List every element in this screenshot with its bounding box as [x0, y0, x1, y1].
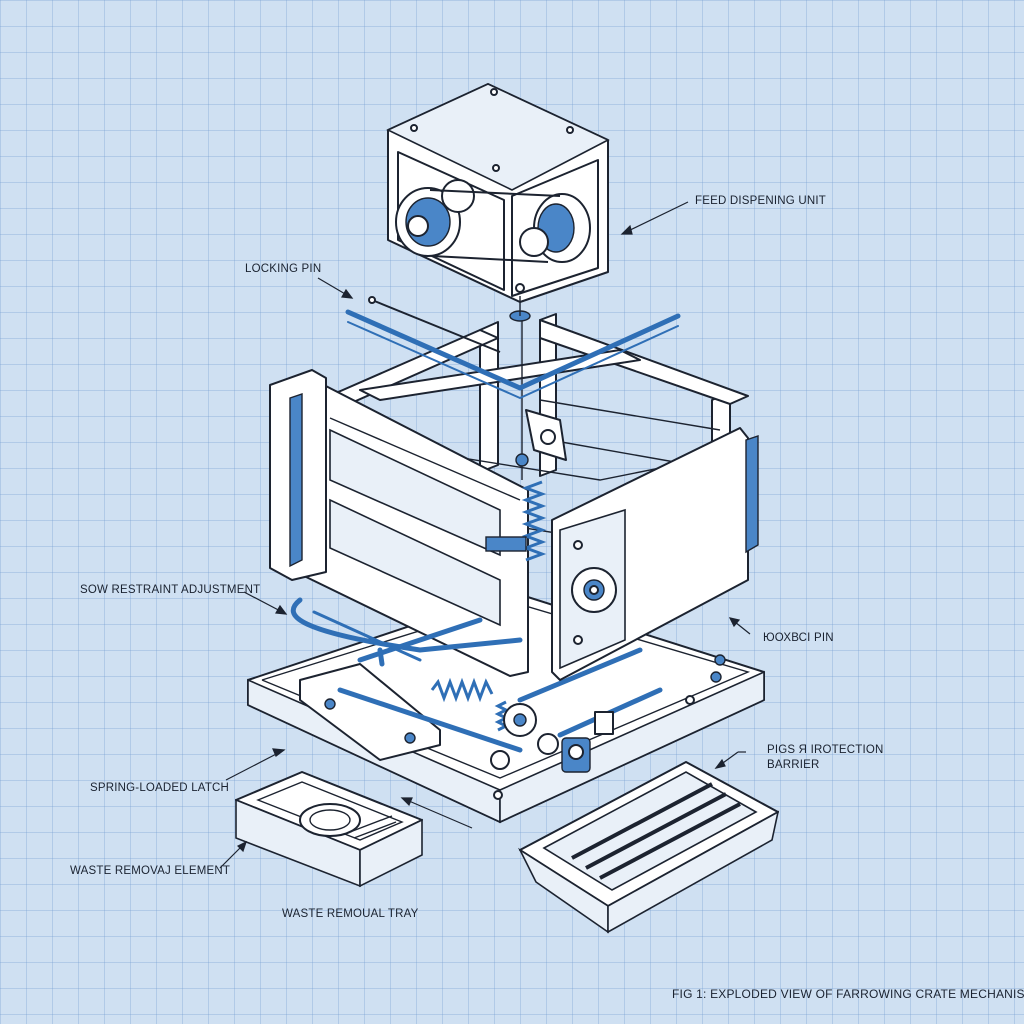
figure-caption: FIG 1: EXPLODED VIEW OF FARROWING CRATE … [672, 987, 1024, 1001]
spring-latch-assembly [430, 677, 614, 773]
piglet-protection-tray [517, 761, 780, 934]
label-sow-restraint-adjustment: SOW RESTRAINT ADJUSTMENT [80, 584, 261, 596]
label-spring-loaded-latch: SPRING-LOADED LATCH [90, 782, 230, 794]
label-waste-removal-element: WASTE REMOVAJ ELEMENT [70, 865, 231, 877]
label-feed-dispensing-unit: FEED DISPENING UNIT [695, 195, 826, 207]
feed-dispensing-unit [386, 83, 610, 322]
blue-restraint-bars [290, 296, 681, 667]
label-locking-pin: LOCKING PIN [245, 263, 322, 275]
waste-removal-element [235, 771, 423, 888]
leader-arrows [219, 201, 751, 869]
label-locking-pin-right: ЮОХВСІ PIN [763, 632, 834, 644]
crate-frame [269, 313, 759, 681]
label-piglet-barrier-line2: BARRIER [767, 759, 820, 771]
label-piglet-barrier-line1: PIGS Я IROTECTION [767, 744, 884, 756]
label-waste-removal-tray: WASTE REMOUAL TRAY [282, 908, 419, 920]
